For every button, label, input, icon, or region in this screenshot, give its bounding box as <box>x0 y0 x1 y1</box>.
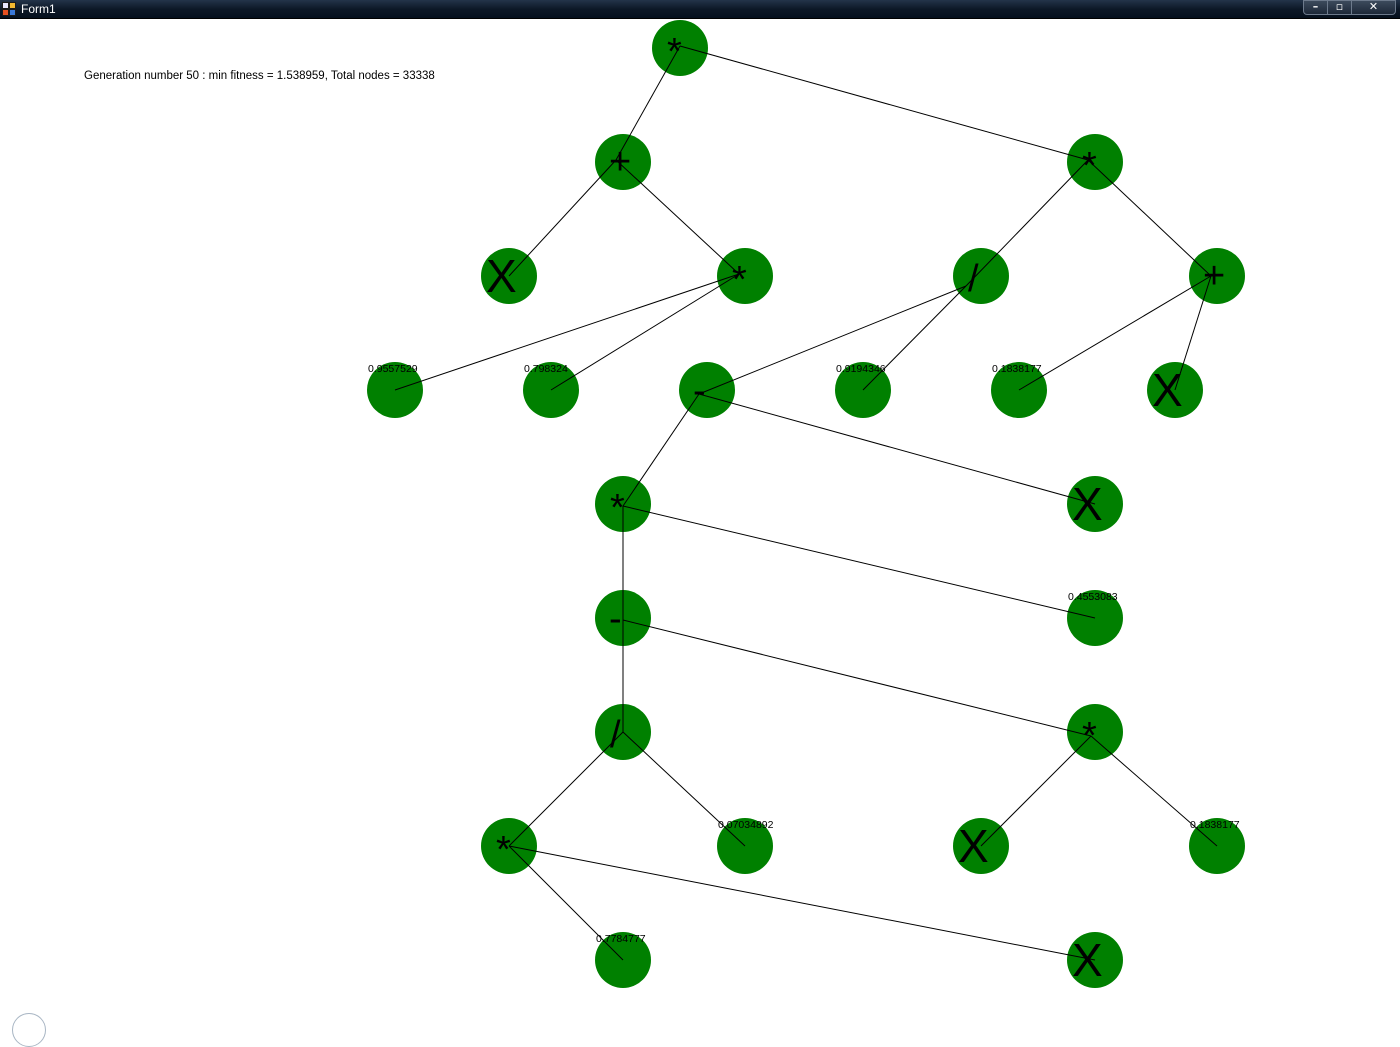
close-button[interactable]: ✕ <box>1352 0 1396 15</box>
tree-edge-n2-n5 <box>615 159 740 275</box>
tree-node-label-n5: * <box>732 259 747 301</box>
tree-edges <box>394 45 1218 961</box>
tree-edge-n18-n20 <box>508 731 624 847</box>
tree-node-label-n1: * <box>667 31 682 73</box>
tree-edge-n16-n19 <box>622 619 1092 737</box>
tree-node-n14 <box>595 476 651 532</box>
tree-node-label-n16: - <box>609 598 622 640</box>
tree-node-n5 <box>717 248 773 304</box>
tree-node-label-n15: X <box>1072 478 1103 530</box>
tree-edge-n20-n24 <box>508 845 624 961</box>
start-orb-edge[interactable] <box>12 1013 46 1047</box>
tree-edge-n19-n22 <box>980 735 1092 847</box>
tree-node-n7 <box>1189 248 1245 304</box>
maximize-icon: ▫ <box>1335 0 1344 13</box>
tree-edge-n1-n2 <box>615 45 681 161</box>
tree-edge-n18-n21 <box>622 731 746 847</box>
generation-status-text: Generation number 50 : min fitness = 1.5… <box>84 70 435 82</box>
window-buttons: – ▫ ✕ <box>1303 0 1396 15</box>
minimize-button[interactable]: – <box>1303 0 1328 15</box>
tree-node-label-n3: * <box>1082 145 1097 187</box>
tree-edge-n2-n4 <box>508 159 617 277</box>
tree-edge-n10-n15 <box>698 393 1096 505</box>
tree-edge-n7-n12 <box>1018 275 1212 391</box>
tree-labels: * + * X * / +0.9557529 0.798324 - 0.9194346 0.1838… <box>368 31 1240 986</box>
minimize-icon: – <box>1312 0 1319 13</box>
tree-node-label-n21: 0.07034892 <box>718 819 774 831</box>
tree-node-n3 <box>1067 134 1123 190</box>
tree-node-label-n22: X <box>958 820 989 872</box>
tree-edge-n14-n17 <box>622 505 1096 619</box>
tree-node-label-n2: + <box>609 141 631 183</box>
tree-edge-n5-n9 <box>550 273 740 391</box>
maximize-button[interactable]: ▫ <box>1328 0 1352 15</box>
tree-node-label-n11: 0.9194346 <box>836 363 886 375</box>
tree-node-label-n13: X <box>1152 364 1183 416</box>
tree-edge-n7-n13 <box>1174 275 1212 391</box>
tree-edge-n6-n11 <box>862 285 967 391</box>
tree-node-label-n19: * <box>1082 715 1097 757</box>
expression-tree-canvas: * + * X * / +0.9557529 0.798324 - 0.9194346 0.1838… <box>367 20 1245 988</box>
tree-node-label-n8: 0.9557529 <box>368 363 418 375</box>
tree-node-label-n25: X <box>1072 934 1103 986</box>
tree-node-label-n12: 0.1838177 <box>992 363 1042 375</box>
tree-edge-n20-n25 <box>508 845 1096 961</box>
tree-edge-n5-n8 <box>394 273 740 391</box>
tree-edge-n3-n7 <box>1087 159 1212 277</box>
tree-node-label-n9: 0.798324 <box>524 363 568 375</box>
tree-node-n6 <box>953 248 1009 304</box>
tree-edge-n1-n3 <box>679 45 1089 161</box>
tree-node-label-n7: + <box>1203 255 1225 297</box>
tree-edge-n3-n6 <box>965 159 1089 287</box>
tree-node-label-n4: X <box>486 250 517 302</box>
tree-edge-n19-n23 <box>1090 735 1218 847</box>
close-icon: ✕ <box>1368 0 1379 13</box>
tree-edge-n6-n10 <box>698 285 967 395</box>
tree-node-label-n6: / <box>968 258 979 300</box>
window-titlebar[interactable]: Form1 – ▫ ✕ <box>0 0 1400 19</box>
tree-edge-n10-n14 <box>622 393 700 507</box>
window-title: Form1 <box>21 2 56 16</box>
app-icon[interactable] <box>2 2 16 16</box>
tree-node-n2 <box>595 134 651 190</box>
tree-node-label-n18: / <box>610 714 621 756</box>
tree-node-n1 <box>652 20 708 76</box>
tree-node-label-n14: * <box>610 487 625 529</box>
tree-node-label-n20: * <box>496 829 511 871</box>
tree-node-label-n23: 0.1838177 <box>1190 819 1240 831</box>
tree-node-label-n24: 0.7784777 <box>596 933 646 945</box>
tree-node-n10 <box>679 362 735 418</box>
tree-node-label-n17: 0.4553083 <box>1068 591 1118 603</box>
tree-node-label-n10: - <box>693 370 706 412</box>
